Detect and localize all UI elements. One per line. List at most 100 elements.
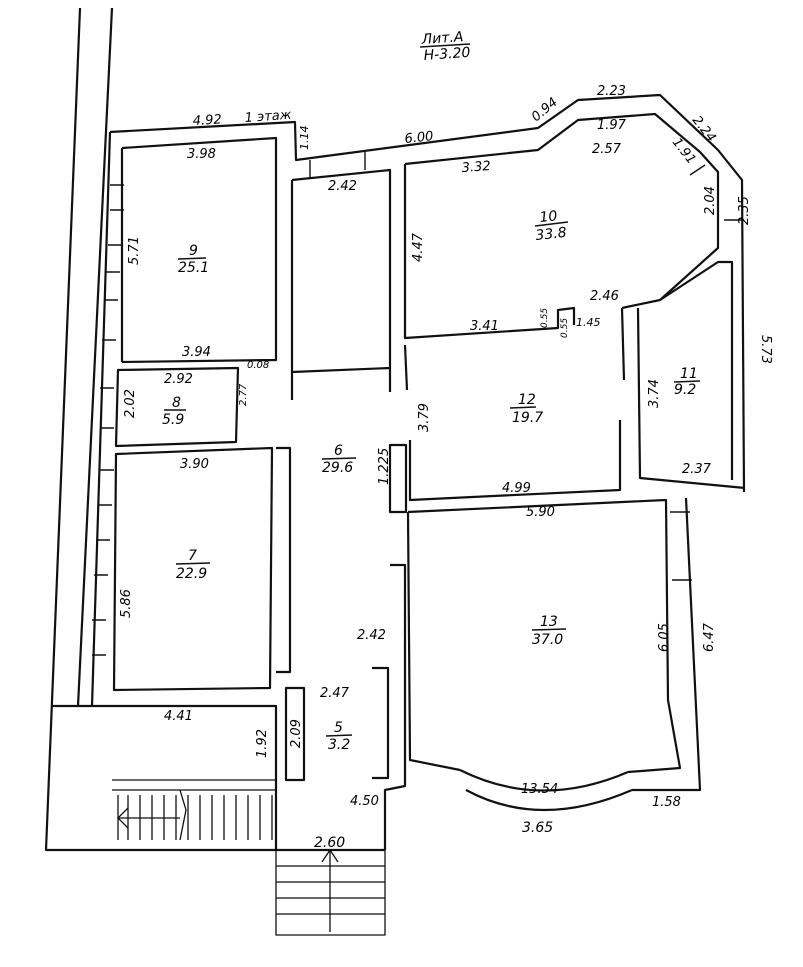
- room-11-area: 9.2: [674, 382, 696, 398]
- dim-label: 2.57: [592, 142, 622, 157]
- dim-label: 2.35: [737, 196, 752, 225]
- room10-wall: [403, 112, 720, 391]
- dim-label: 5.73: [758, 335, 773, 364]
- dim-label: 3.79: [417, 403, 432, 432]
- dim-label: 5.86: [119, 589, 134, 618]
- walls: [44, 7, 746, 852]
- dim-label: 2.47: [320, 686, 350, 701]
- dim-label: 0.55: [560, 318, 570, 338]
- dim-label: 3.90: [180, 457, 209, 472]
- room12-wall: [408, 307, 746, 502]
- dim-label: 1.45: [576, 316, 601, 329]
- room-labels: 9 25.1 8 5.9 7 22.9 10 33.8 12 19.7 11 9…: [162, 208, 701, 753]
- west-windows: [92, 184, 124, 656]
- dim-label: 4.50: [350, 794, 379, 809]
- dim-label: 3.32: [461, 159, 491, 176]
- room-10-line: [534, 221, 569, 227]
- room9-wall: [90, 131, 112, 707]
- dim-label: 2.02: [123, 389, 138, 418]
- dim-label: 3.94: [182, 345, 211, 360]
- room-12-number: 12: [518, 392, 536, 408]
- room-9-area: 25.1: [178, 260, 209, 276]
- room-6-line: [321, 457, 357, 460]
- dim-label: 4.99: [502, 481, 531, 496]
- dim-label: 3.74: [647, 379, 662, 408]
- corridor-wall: [290, 168, 392, 400]
- dim-label: 3.65: [522, 820, 553, 836]
- dim-label: 2.23: [597, 84, 626, 99]
- room-5-number: 5: [334, 720, 343, 736]
- dim-label: 1.97: [597, 118, 627, 133]
- room11-wall: [659, 260, 734, 480]
- room-12-area: 19.7: [512, 410, 543, 426]
- dim-label: 4.92: [192, 112, 222, 128]
- room-9-number: 9: [189, 243, 198, 259]
- dim-label: 0.55: [540, 308, 550, 328]
- stairs-terrace: [112, 779, 276, 841]
- north-wall: [109, 93, 746, 493]
- room-13-number: 13: [540, 614, 558, 630]
- north-wall-inner: [120, 136, 278, 364]
- dim-label: 5.90: [526, 505, 555, 520]
- floor-label: 1 этаж: [244, 108, 292, 126]
- dim-label: 1.14: [298, 126, 311, 151]
- stub-wall: [388, 443, 408, 514]
- room-7-number: 7: [188, 548, 197, 564]
- room-11-line: [673, 380, 701, 383]
- room-13-line: [531, 628, 567, 631]
- room-8-number: 8: [172, 395, 181, 411]
- dim-label: 4.41: [164, 709, 193, 724]
- dim-label: 2.92: [164, 372, 193, 387]
- dim-label: 2.09: [289, 719, 304, 748]
- dim-label: 4.47: [411, 232, 426, 262]
- room7-wall: [112, 446, 274, 692]
- room-9-line: [177, 257, 207, 260]
- room-8-area: 5.9: [162, 412, 184, 428]
- dim-label: 2.46: [590, 289, 619, 304]
- dim-label: 6.00: [404, 129, 434, 147]
- room-13-area: 37.0: [532, 632, 563, 648]
- room13-wall: [406, 498, 682, 774]
- windows: [92, 152, 744, 656]
- room-6-number: 6: [334, 443, 343, 459]
- room-6-area: 29.6: [322, 460, 353, 476]
- room-5-area: 3.2: [328, 737, 350, 753]
- room-12-line: [509, 406, 537, 409]
- room-7-line: [175, 562, 211, 565]
- room13-outer-wall: [383, 497, 702, 850]
- corridor5-wall: [276, 446, 390, 782]
- building-letter: Лит.А: [420, 29, 464, 48]
- dim-label: 13.54: [521, 782, 558, 797]
- dim-label: 0.08: [247, 360, 269, 371]
- room-11-number: 11: [680, 366, 698, 382]
- room-10-number: 10: [539, 208, 558, 226]
- dim-label: 2.77: [238, 383, 249, 406]
- dim-label: 2.60: [314, 835, 345, 851]
- other-windows: [309, 152, 744, 581]
- height-mark: Н-3.20: [423, 45, 471, 64]
- bay-window: [459, 769, 633, 812]
- dim-label: 5.71: [127, 236, 142, 265]
- dim-label: 1.91: [669, 135, 699, 167]
- stairs-entrance: [275, 848, 386, 936]
- terrace-wall: [52, 704, 278, 850]
- dim-label: 2.42: [328, 179, 357, 194]
- dim-label: 2.04: [703, 186, 718, 215]
- stairs-arrow: [117, 789, 187, 841]
- dim-label: 0.94: [529, 95, 561, 125]
- dim-label: 3.41: [470, 319, 499, 334]
- room-10-area: 33.8: [535, 225, 568, 244]
- dim-label: 6.05: [657, 623, 672, 652]
- dim-label: 6.47: [702, 622, 717, 652]
- room8-wall: [114, 366, 240, 448]
- header-underline: [419, 43, 471, 48]
- dim-label: 1.225: [377, 448, 392, 485]
- room-7-area: 22.9: [176, 566, 207, 582]
- dim-label: 2.24: [689, 113, 719, 145]
- dim-label: 2.37: [682, 462, 712, 477]
- dim-label: 1.58: [652, 795, 681, 810]
- room-5-line: [325, 734, 353, 737]
- dim-label: 2.42: [357, 628, 386, 643]
- dim-label: 1.92: [255, 729, 270, 758]
